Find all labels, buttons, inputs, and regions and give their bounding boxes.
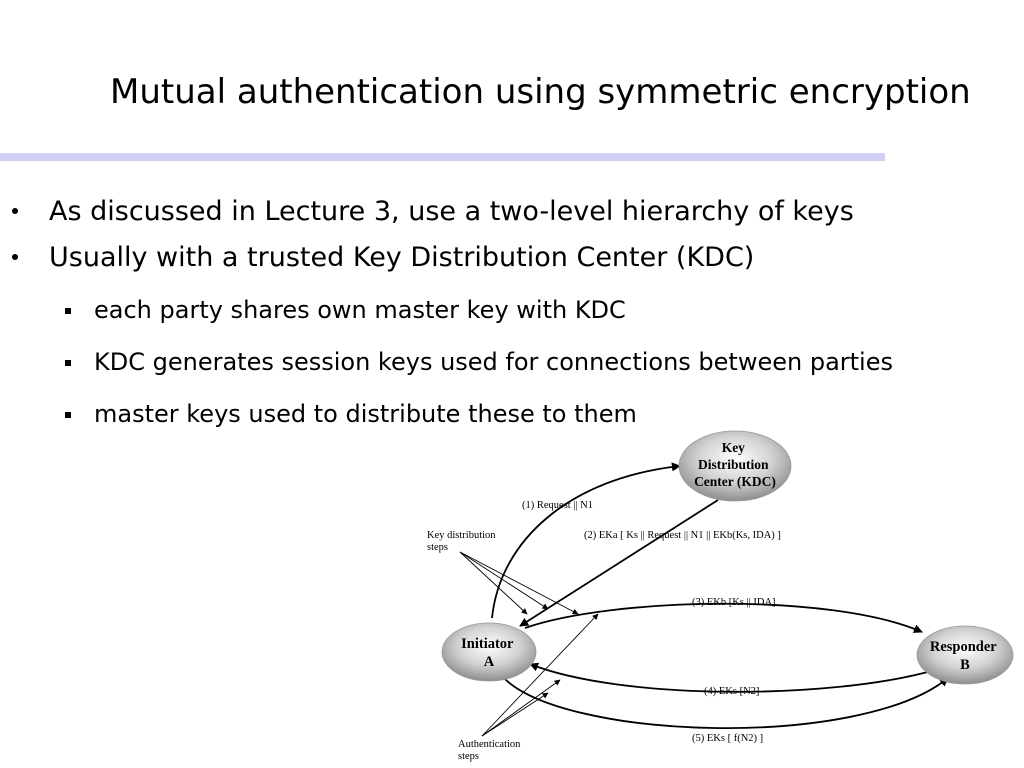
bullet-text: As discussed in Lecture 3, use a two-lev… [49,196,854,227]
annotation-line: steps [458,751,479,762]
annotation-line: Key distribution [427,530,496,541]
sub-bullet-text: KDC generates session keys used for conn… [94,348,893,376]
square-bullet-icon [65,308,71,314]
responder-label-line: B [960,657,970,673]
sub-bullet-text: master keys used to distribute these to … [94,400,637,428]
initiator-node: Initiator A [441,622,537,682]
annotation-line: Authentication [458,739,521,750]
slide-title: Mutual authentication using symmetric en… [110,72,971,112]
message-arrow-5 [501,675,949,729]
initiator-label-line: Initiator [461,636,514,652]
bullet-dot-icon [12,208,18,214]
authentication-pointer-arrow [481,692,549,737]
bullet-text: Usually with a trusted Key Distribution … [49,242,755,273]
kdc-label-line: Key [722,440,745,455]
kdc-node: Key Distribution Center (KDC) [678,430,792,502]
responder-label-line: Responder [930,639,997,655]
svg-text:Initiator A: Initiator A [461,636,517,670]
authentication-pointer-arrow [481,679,561,737]
key-distribution-pointer-arrow [459,551,579,615]
kdc-label-line: Center (KDC) [694,474,776,489]
message-arrow-2 [519,499,719,627]
message-label-2: (2) EKa [ Ks || Request || N1 || EKb(Ks,… [584,530,781,541]
square-bullet-icon [65,412,71,418]
message-arrow-4 [529,662,936,693]
responder-node: Responder B [916,625,1014,685]
kdc-label-line: Distribution [698,457,769,472]
message-label-5: (5) EKs [ f(N2) ] [692,733,763,744]
key-distribution-pointer-arrow [459,551,528,615]
initiator-label-line: A [484,654,495,670]
authentication-pointer-arrow [481,613,599,737]
message-arrow-3 [524,602,923,633]
key-distribution-annotation: Key distribution steps [427,530,498,553]
title-divider [0,153,885,161]
sub-bullet-text: each party shares own master key with KD… [94,296,626,324]
square-bullet-icon [65,360,71,366]
message-label-3: (3) EKb [Ks || IDA] [692,597,776,608]
svg-text:Key Distribution C: Key Distribution Center (KDC) [694,440,776,489]
key-distribution-pointer-arrow [459,551,549,610]
message-label-1: (1) Request || N1 [522,500,593,511]
message-label-4: (4) EKs [N2] [704,686,759,697]
bullet-dot-icon [12,254,18,260]
message-arrow-1 [491,462,681,619]
authentication-annotation: Authentication steps [458,739,523,762]
annotation-line: steps [427,542,448,553]
svg-text:Responder B: Responder B [930,639,1000,673]
